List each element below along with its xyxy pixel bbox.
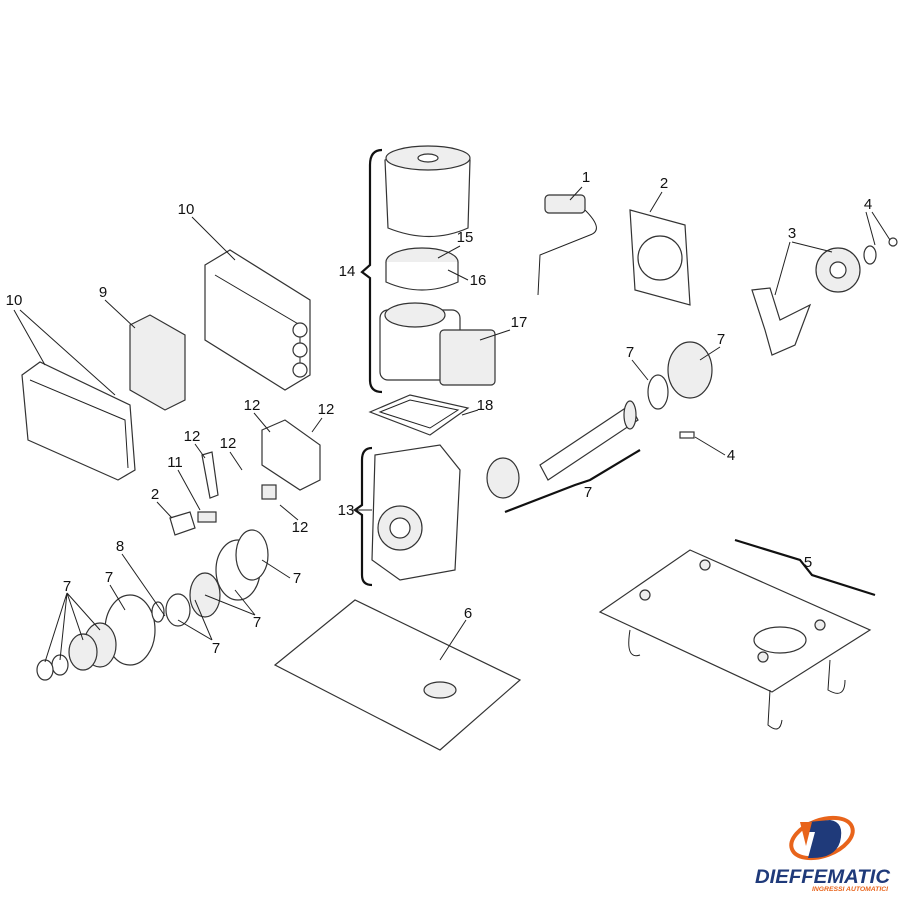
group-bracket-13 xyxy=(353,446,373,587)
part-label: 11 xyxy=(167,454,183,471)
part-label: 2 xyxy=(151,486,159,503)
cover-plate-12 xyxy=(261,419,321,500)
part-label: 17 xyxy=(511,314,528,331)
limit-switch xyxy=(537,194,597,296)
part-label: 7 xyxy=(105,569,113,586)
part-label: 8 xyxy=(116,538,124,555)
part-label: 9 xyxy=(99,284,107,301)
mounting-bracket xyxy=(751,287,812,356)
part-label: 12 xyxy=(244,397,261,414)
foundation-plate xyxy=(598,549,872,730)
part-label: 14 xyxy=(339,263,356,280)
part-label: 12 xyxy=(184,428,201,445)
part-label: 12 xyxy=(220,435,237,452)
part-label: 12 xyxy=(318,401,335,418)
logo-brand: DIEFFEMATIC xyxy=(755,867,890,888)
part-label: 7 xyxy=(253,614,261,631)
part-label: 13 xyxy=(338,502,355,519)
motor-cap xyxy=(385,247,459,291)
lever-11 xyxy=(169,451,219,536)
part-label: 10 xyxy=(178,201,195,218)
part-label: 7 xyxy=(212,640,220,657)
part-label: 7 xyxy=(717,331,725,348)
bracket-plate xyxy=(629,209,691,306)
part-label: 16 xyxy=(470,272,487,289)
control-box xyxy=(204,249,311,391)
group-bracket-14 xyxy=(360,148,383,394)
dieffematic-logo: DIEFFEMATIC INGRESSI AUTOMATICI xyxy=(755,815,890,893)
part-label: 10 xyxy=(6,292,23,309)
part-label: 3 xyxy=(788,225,796,242)
part-label: 18 xyxy=(477,397,494,414)
part-label: 15 xyxy=(457,229,474,246)
part-label: 6 xyxy=(464,605,472,622)
part-label: 4 xyxy=(864,196,872,213)
pinion-gear xyxy=(815,237,898,293)
release-discs xyxy=(36,529,269,681)
part-label: 5 xyxy=(804,554,812,571)
part-label: 7 xyxy=(293,570,301,587)
group-bracket-5 xyxy=(734,538,876,597)
part-label: 12 xyxy=(292,519,309,536)
circuit-board xyxy=(129,314,186,411)
part-label: 4 xyxy=(727,447,735,464)
part-label: 7 xyxy=(584,484,592,501)
output-shaft xyxy=(486,341,713,499)
control-box-cover xyxy=(21,361,136,481)
motor-cover xyxy=(384,145,471,238)
leader-lines xyxy=(13,186,891,663)
part-labels: 1 2 4 3 10 15 14 16 10 9 17 7 7 12 12 18… xyxy=(6,169,873,657)
part-label: 7 xyxy=(626,344,634,361)
base-plate xyxy=(273,599,522,751)
part-label: 7 xyxy=(63,578,71,595)
motor xyxy=(379,302,496,386)
logo-tagline: INGRESSI AUTOMATICI xyxy=(812,887,888,893)
gasket xyxy=(368,394,470,436)
part-label: 1 xyxy=(582,169,590,186)
part-label: 2 xyxy=(660,175,668,192)
gearbox-housing xyxy=(371,444,461,581)
group-bracket-7-shaft xyxy=(504,449,641,514)
